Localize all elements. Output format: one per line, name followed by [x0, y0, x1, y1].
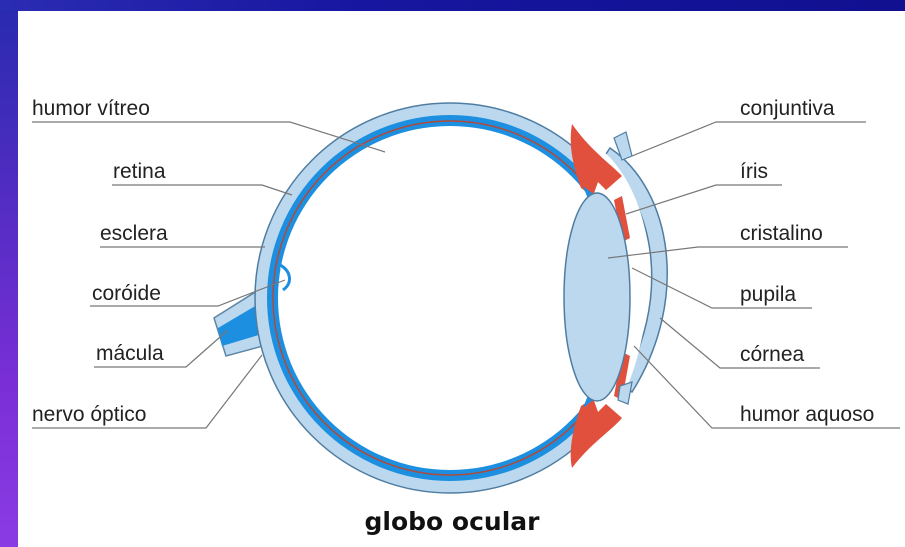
label-conjuntiva: conjuntiva [740, 97, 835, 120]
leader-retina [112, 185, 292, 195]
label-humor-aquoso: humor aquoso [740, 403, 874, 426]
leader-conjuntiva [632, 122, 866, 156]
label-iris: íris [740, 160, 768, 183]
label-pupila: pupila [740, 283, 796, 306]
label-retina: retina [113, 160, 166, 183]
label-esclera: esclera [100, 222, 168, 245]
label-coroide: coróide [92, 282, 161, 305]
label-cornea: córnea [740, 343, 805, 366]
lens [564, 193, 630, 401]
label-nervo-optico: nervo óptico [32, 403, 146, 426]
diagram-title: globo ocular [365, 507, 541, 536]
label-humor-vitreo: humor vítreo [32, 97, 150, 120]
label-cristalino: cristalino [740, 222, 823, 245]
label-macula: mácula [96, 342, 164, 365]
